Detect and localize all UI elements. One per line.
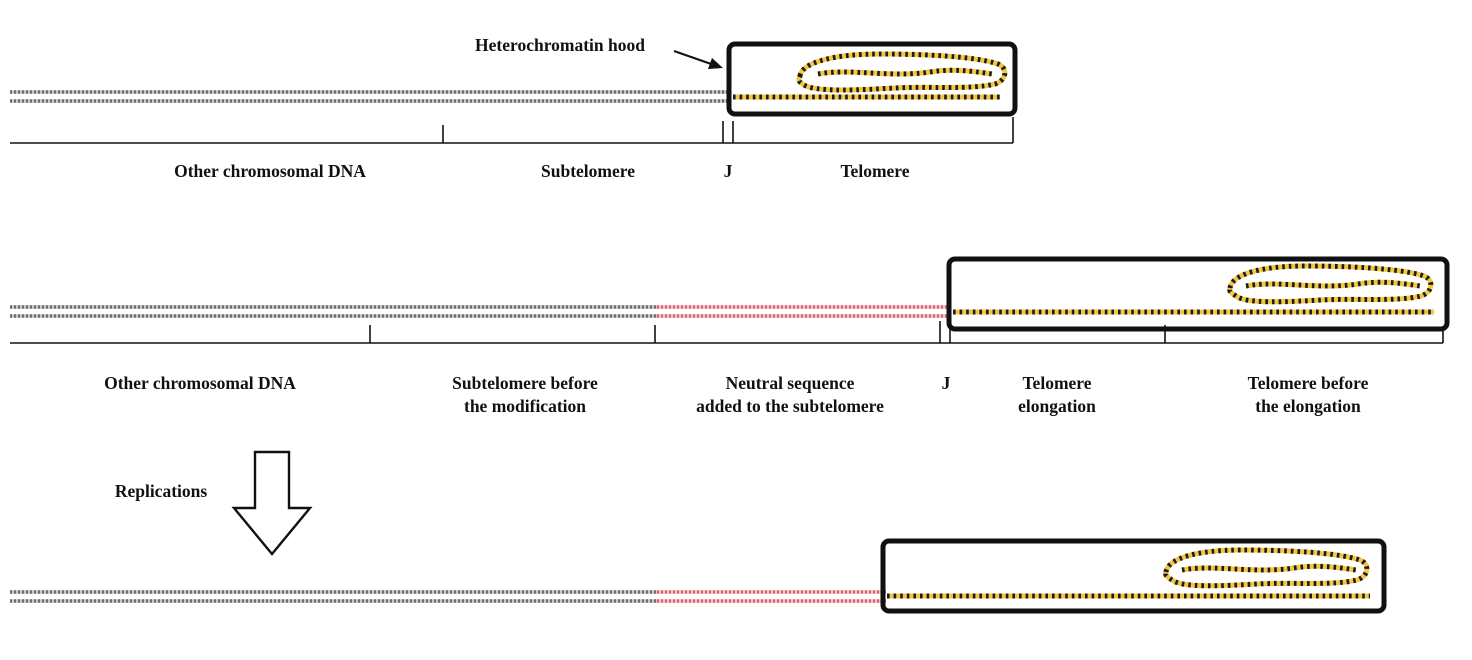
segment-label-j: J xyxy=(723,161,733,181)
t-loop-inner-strand-stripes xyxy=(1181,563,1357,573)
heterochromatin-hood-box-middle xyxy=(946,256,1450,332)
label-line: Neutral sequence xyxy=(725,373,855,393)
replication-arrow xyxy=(231,450,313,556)
t-loop-outline-stripes xyxy=(796,51,1008,93)
label-line: Subtelomere before xyxy=(452,373,598,393)
t-loop-inner-strand-stripes xyxy=(1245,279,1421,289)
heterochromatin-hood-box-top xyxy=(726,41,1018,117)
segment-label-subtelomere: Subtelomere xyxy=(541,161,635,181)
heterochromatin-hood-label: Heterochromatin hood xyxy=(475,35,645,55)
segment-label-telomere-elongation: Telomere elongation xyxy=(1018,372,1096,418)
segment-label-telomere: Telomere xyxy=(840,161,910,181)
callout-arrow-line xyxy=(673,50,715,66)
t-loop-inner-strand-stripes xyxy=(817,67,993,77)
dna-strand-bottom xyxy=(10,590,886,603)
telomere-t-loop-top xyxy=(733,51,1008,100)
telomere-t-loop-middle xyxy=(953,263,1434,315)
segment-label-other-chromosomal-dna-2: Other chromosomal DNA xyxy=(104,373,296,393)
label-line: added to the subtelomere xyxy=(696,396,884,416)
label-line: elongation xyxy=(1018,396,1096,416)
telomere-t-loop-bottom xyxy=(887,547,1370,599)
label-line: the modification xyxy=(463,396,587,416)
ruler-middle xyxy=(10,321,1444,344)
segment-label-neutral-sequence: Neutral sequence added to the subtelomer… xyxy=(696,372,884,418)
label-line: the elongation xyxy=(1255,396,1361,416)
callout-arrow xyxy=(673,50,723,69)
dna-strand-top xyxy=(10,90,731,103)
segment-label-j-2: J xyxy=(941,373,951,393)
segment-label-other-chromosomal-dna: Other chromosomal DNA xyxy=(174,161,366,181)
label-line: Telomere xyxy=(1022,373,1092,393)
callout-arrowhead xyxy=(708,58,723,69)
t-loop-outline xyxy=(1227,263,1434,305)
segment-label-subtelomere-before: Subtelomere before the modification xyxy=(452,372,598,418)
replications-label: Replications xyxy=(114,481,208,501)
ruler-top xyxy=(10,117,1014,144)
label-line: Telomere before xyxy=(1247,373,1369,393)
segment-label-telomere-before: Telomere before the elongation xyxy=(1248,372,1369,418)
t-loop-outline xyxy=(1163,547,1370,589)
heterochromatin-hood-box-bottom xyxy=(880,538,1387,614)
dna-strand-middle xyxy=(10,305,951,318)
